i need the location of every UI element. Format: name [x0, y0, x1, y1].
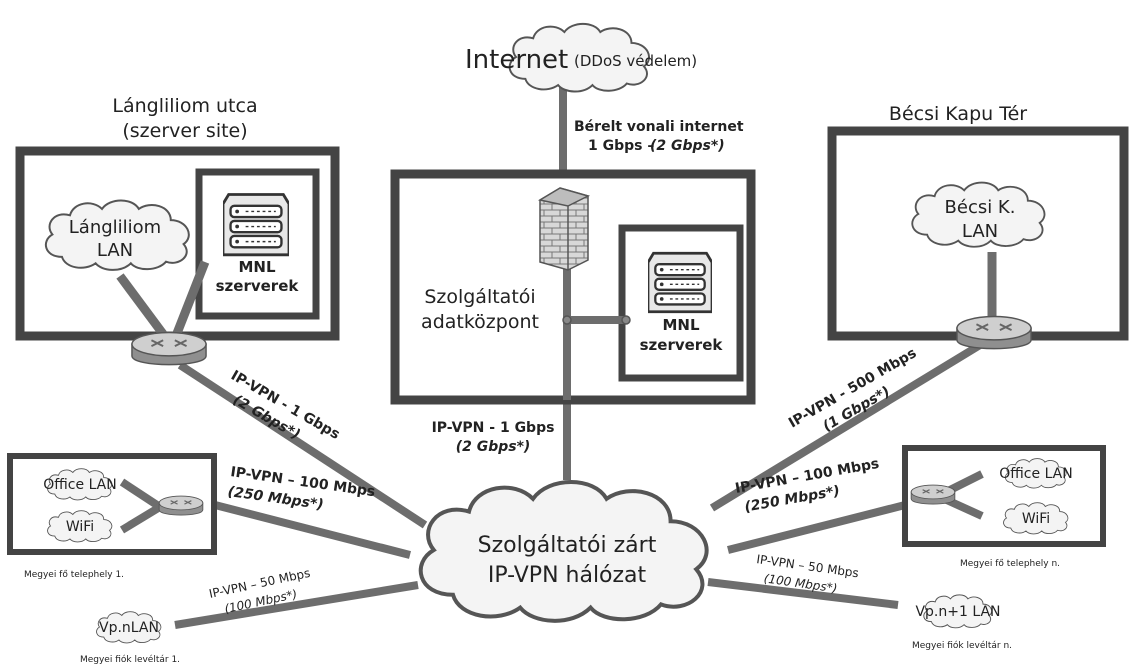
link-megyein-core — [727, 501, 906, 554]
langliliom-servers-label-2: szerverek — [216, 277, 300, 295]
uplink-label-2b: (2 Gbps*) — [650, 138, 725, 154]
langliliom-servers-label-1: MNL — [238, 258, 275, 276]
megyei1-internal-links — [119, 478, 163, 534]
megyei1-router-icon — [158, 495, 204, 516]
link-label-langliliom: IP-VPN - 1 Gbps (2 Gbps*) — [228, 368, 342, 443]
langliliom-title-1: Lángliliom utca — [112, 95, 257, 117]
datacenter-title-2: adatközpont — [421, 311, 539, 333]
becsi-lan-label-2: LAN — [962, 221, 998, 242]
internet-note: (DDoS védelem) — [574, 52, 697, 70]
link-label-becsi: IP-VPN - 500 Mbps (1 Gbps*) — [786, 345, 919, 435]
links — [174, 78, 988, 629]
junction-dot — [562, 315, 572, 325]
megyein-wifi-label: WiFi — [1022, 511, 1050, 527]
megyein-office-label: Office LAN — [999, 466, 1073, 482]
link-label-datacenter-1: IP-VPN - 1 Gbps — [432, 420, 555, 436]
link-label-megyein: IP-VPN – 100 Mbps (250 Mbps*) — [734, 456, 881, 516]
datacenter-servers-label-2: szerverek — [640, 336, 724, 354]
uplink-label-1: Bérelt vonali internet — [574, 119, 744, 135]
link-fiok1-core — [174, 581, 419, 629]
langliliom-lan-label-2: LAN — [97, 240, 133, 261]
megyei1-office-label: Office LAN — [43, 477, 117, 493]
junction-dot — [621, 315, 631, 325]
internet-title: Internet — [465, 45, 568, 75]
fiokn-caption: Megyei fiók levéltár n. — [912, 640, 1012, 651]
becsi-title: Bécsi Kapu Tér — [889, 103, 1027, 125]
langliliom-router-icon — [130, 331, 208, 366]
core-label-2: IP-VPN hálózat — [488, 563, 647, 588]
datacenter-title-1: Szolgáltatói — [424, 286, 535, 308]
langliliom-title-2: (szerver site) — [122, 120, 247, 142]
core-label-1: Szolgáltatói zárt — [478, 533, 657, 558]
link-becsi-core — [709, 338, 988, 512]
firewall-icon — [537, 187, 591, 271]
link-megyei1-core — [214, 501, 411, 559]
datacenter-servers-label-1: MNL — [662, 316, 699, 334]
link-fiokn-core — [707, 578, 899, 609]
langliliom-server-rack-icon — [223, 193, 289, 257]
link-langliliom-core — [177, 361, 428, 529]
megyein-router-icon — [910, 484, 956, 505]
megyein-caption: Megyei fő telephely n. — [960, 559, 1060, 569]
fiok1-caption: Megyei fiók levéltár 1. — [80, 654, 180, 665]
megyei1-caption: Megyei fő telephely 1. — [24, 570, 124, 580]
langliliom-lan-label-1: Lángliliom — [69, 217, 161, 238]
datacenter-server-rack-icon — [648, 251, 712, 314]
link-label-datacenter-2: (2 Gbps*) — [456, 439, 531, 455]
fiokn-lan-label: Vp.n+1 LAN — [915, 604, 1000, 620]
megyei1-wifi-label: WiFi — [66, 519, 94, 535]
fiok1-lan-label: Vp.nLAN — [99, 620, 159, 636]
becsi-router-icon — [955, 315, 1033, 350]
becsi-lan-label-1: Bécsi K. — [945, 197, 1016, 218]
uplink-label-2a: 1 Gbps – — [588, 138, 654, 154]
